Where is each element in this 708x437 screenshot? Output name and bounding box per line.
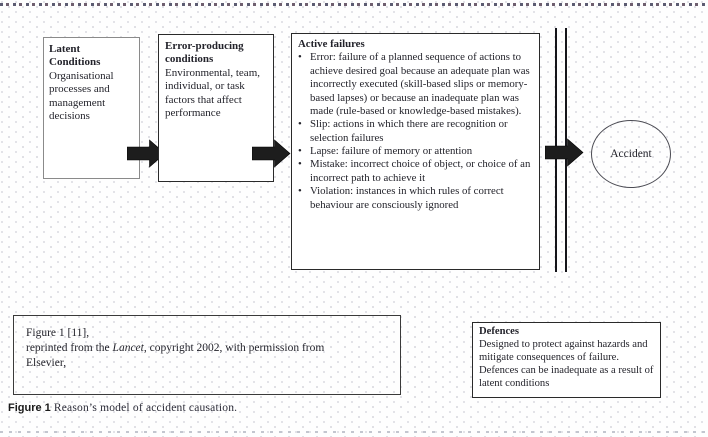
bullet-icon: • <box>298 118 302 131</box>
citation-line1: Figure 1 [11], <box>26 327 90 339</box>
figure-caption: Figure 1 Reason’s model of accident caus… <box>8 402 237 414</box>
list-item: • Lapse: failure of memory or attention <box>298 145 534 158</box>
citation-line2-pre: reprinted from the <box>26 341 113 354</box>
bullet-icon: • <box>298 51 302 64</box>
bullet-icon: • <box>298 158 302 171</box>
latent-conditions-title: Latent Conditions <box>49 43 101 69</box>
defences-box: Defences Designed to protect against haz… <box>472 322 661 398</box>
bottom-dashed-rule <box>0 431 708 433</box>
citation-journal-name: Lancet <box>112 341 144 354</box>
active-failure-error: Error: failure of a planned sequence of … <box>310 51 530 117</box>
error-producing-title: Error-producing conditions <box>165 40 244 66</box>
active-failures-box: Active failures • Error: failure of a pl… <box>291 33 540 270</box>
citation-box: Figure 1 [11], reprinted from the Lancet… <box>13 315 401 395</box>
citation-line2-post: , copyright 2002, with permission from <box>143 341 325 354</box>
defences-title: Defences <box>479 326 520 337</box>
bullet-icon: • <box>298 145 302 157</box>
list-item: • Error: failure of a planned sequence o… <box>298 51 534 118</box>
error-producing-body: Environmental, team, individual, or task… <box>165 66 260 120</box>
latent-conditions-body: Organisational processes and management … <box>49 69 114 123</box>
active-failure-violation: Violation: instances in which rules of c… <box>310 185 504 211</box>
citation-line2: reprinted from the Lancet, copyright 200… <box>26 341 392 356</box>
flow-arrow-icon <box>252 139 291 168</box>
bullet-icon: • <box>298 185 302 198</box>
error-producing-conditions-box: Error-producing conditions Environmental… <box>158 34 274 182</box>
accident-label: Accident <box>610 148 652 160</box>
active-failures-title: Active failures <box>298 38 365 50</box>
figure-caption-text: Reason’s model of accident causation. <box>53 402 238 414</box>
active-failure-lapse: Lapse: failure of memory or attention <box>310 145 473 157</box>
list-item: • Slip: actions in which there are recog… <box>298 118 534 145</box>
accident-node: Accident <box>591 120 671 188</box>
active-failures-list: • Error: failure of a planned sequence o… <box>298 51 534 212</box>
list-item: • Mistake: incorrect choice of object, o… <box>298 158 534 185</box>
citation-line3: Elsevier, <box>26 356 67 369</box>
top-dashed-rule <box>0 3 708 6</box>
flow-arrow-icon <box>127 139 166 168</box>
active-failure-mistake: Mistake: incorrect choice of object, or … <box>310 158 531 184</box>
latent-conditions-box: Latent Conditions Organisational process… <box>43 37 140 179</box>
figure-caption-label: Figure 1 <box>8 402 51 414</box>
active-failure-slip: Slip: actions in which there are recogni… <box>310 118 508 144</box>
flow-arrow-icon <box>545 138 584 167</box>
list-item: • Violation: instances in which rules of… <box>298 185 534 212</box>
defences-body: Designed to protect against hazards and … <box>479 338 654 389</box>
